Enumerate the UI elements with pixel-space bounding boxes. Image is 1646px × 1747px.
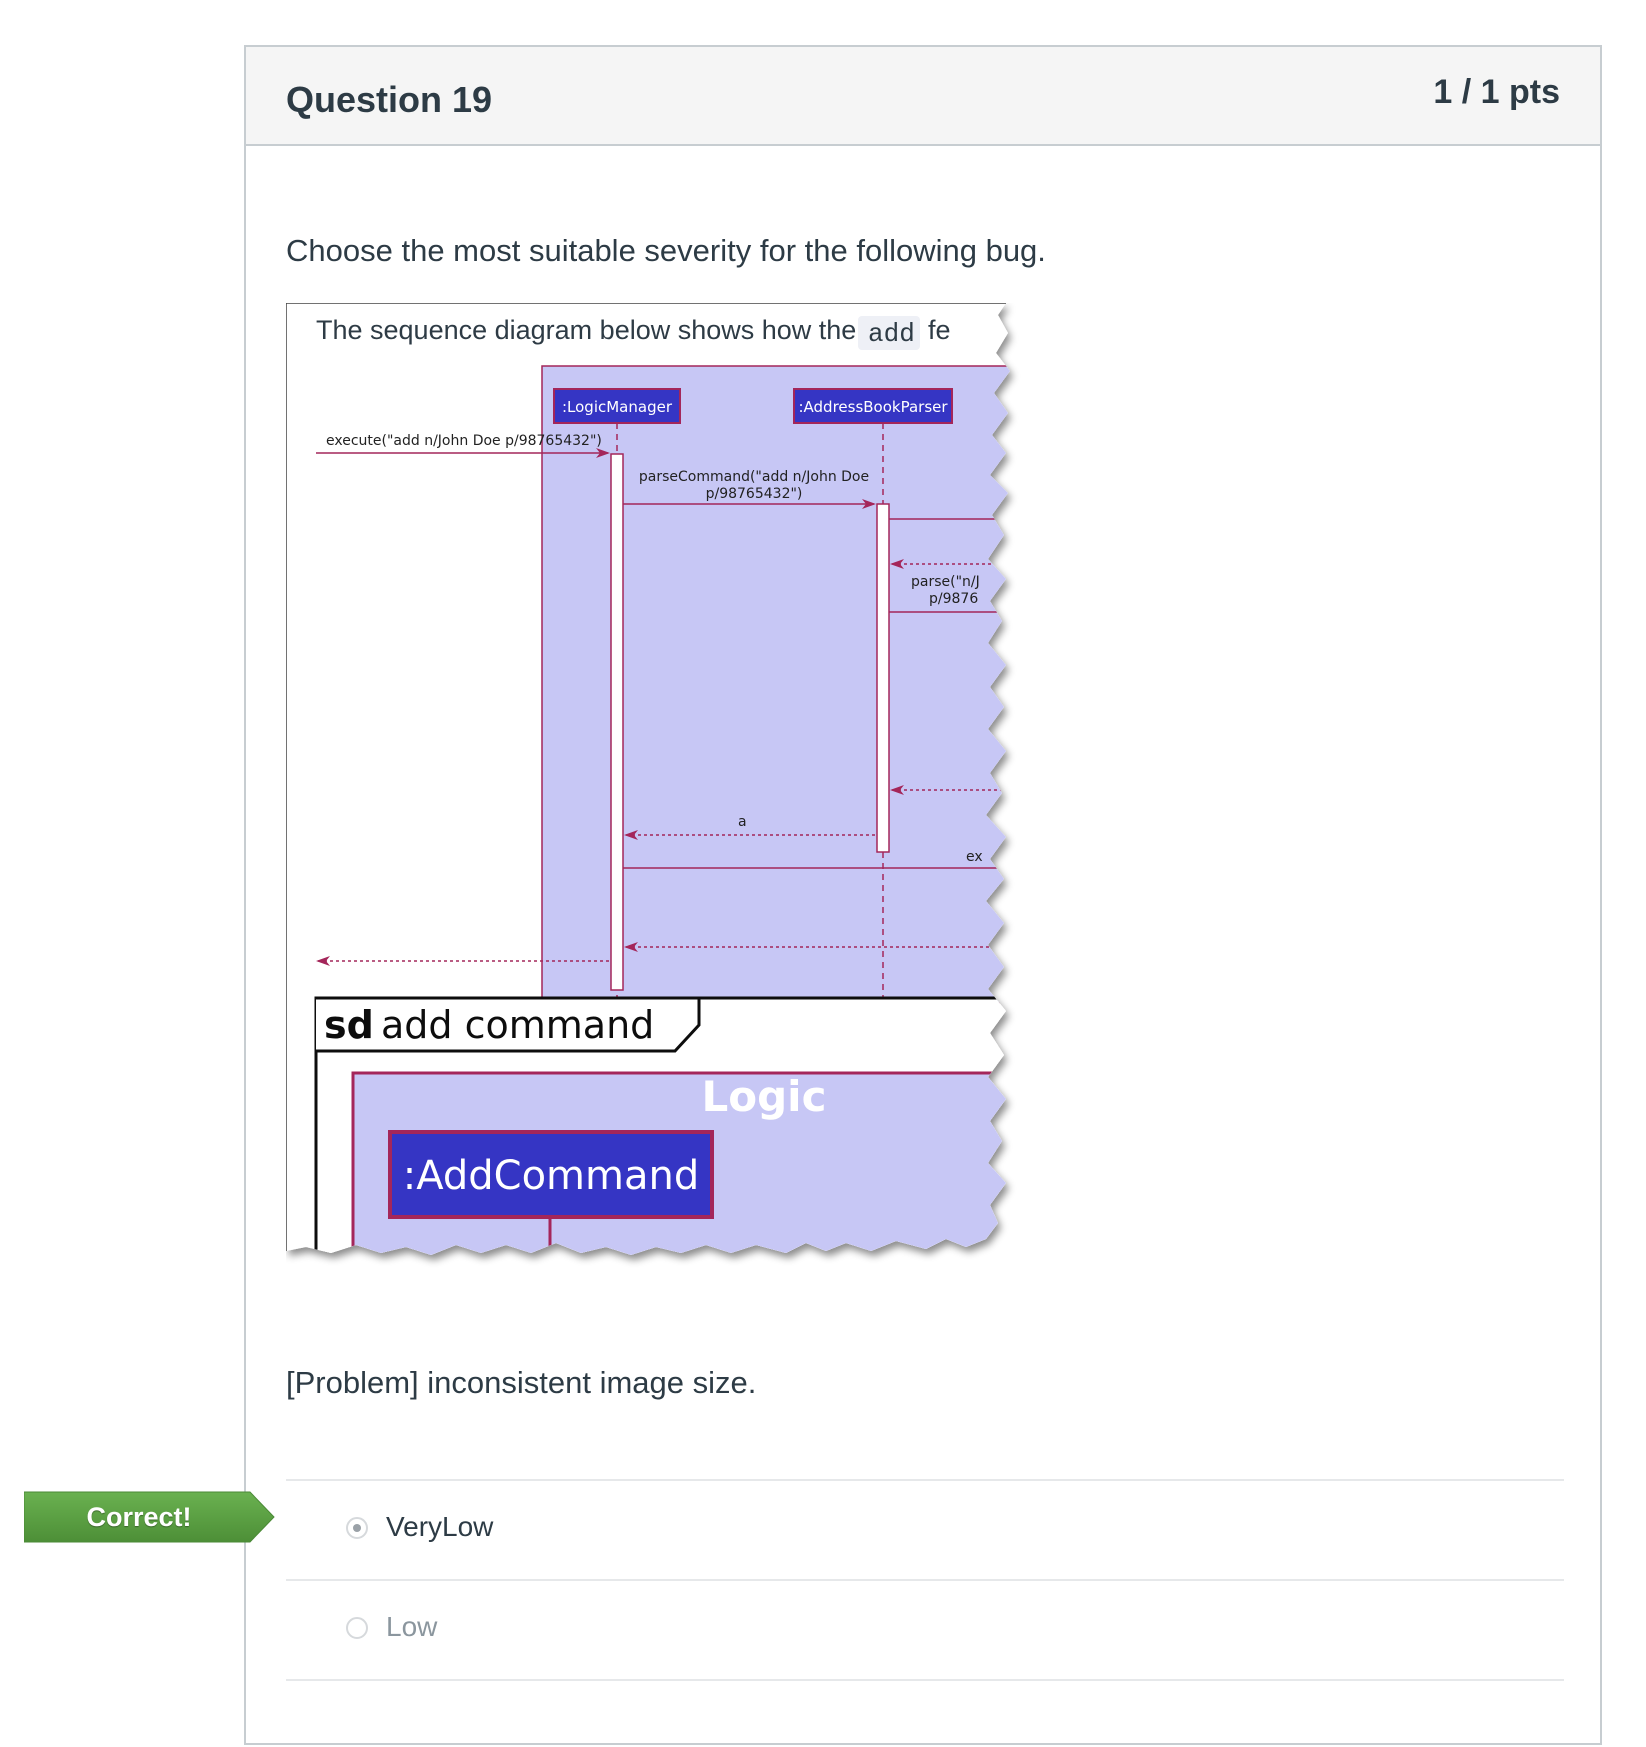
question-points: 1 / 1 pts	[1433, 73, 1560, 111]
figure-intro-text: The sequence diagram below shows how the	[316, 315, 856, 345]
radio-low[interactable]	[346, 1617, 368, 1639]
add-command-label: :AddCommand	[403, 1153, 700, 1199]
correct-badge-shape	[24, 1491, 275, 1543]
radio-verylow[interactable]	[346, 1517, 368, 1539]
msg-parse-line2: p/98765432")	[706, 486, 803, 502]
question-title: Question 19	[286, 79, 493, 120]
msg-return-a-arrowhead	[624, 830, 638, 840]
logic-label: Logic	[702, 1072, 827, 1121]
msg-ex: ex	[966, 849, 983, 865]
activation-bar-1	[610, 453, 624, 991]
sd-name: add command	[381, 1003, 654, 1047]
msg-return-right-1-arrowhead	[890, 559, 904, 569]
msg-execute: execute("add n/John Doe p/98765432")	[326, 433, 602, 449]
question-header: Question 19 1 / 1 pts	[246, 47, 1600, 146]
correct-badge: Correct!	[24, 1490, 276, 1544]
answer-option-verylow[interactable]: VeryLow	[286, 1479, 1564, 1579]
msg-parse2-line1: parse("n/J	[911, 574, 980, 590]
figure-code-word: add	[868, 319, 915, 349]
question-card: Question 19 1 / 1 pts Choose the most su…	[244, 45, 1602, 1745]
lifeline-parser	[793, 388, 953, 424]
msg-return-outer-arrowhead	[316, 956, 330, 966]
correct-badge-label: Correct!	[86, 1502, 192, 1532]
answer-option-low[interactable]: Low	[286, 1579, 1564, 1679]
answer-label-verylow: VeryLow	[386, 1511, 494, 1542]
answer-label-low: Low	[386, 1611, 438, 1642]
msg-parse2-line2: p/9876	[929, 591, 978, 607]
sd-keyword: sd	[324, 1003, 374, 1047]
sd-frame-tab	[316, 996, 701, 1053]
msg-return-right-2-arrowhead	[890, 785, 904, 795]
answer-divider	[286, 1679, 1564, 1747]
msg-parse-line1: parseCommand("add n/John Doe	[639, 469, 869, 485]
problem-text: [Problem] inconsistent image size.	[286, 1365, 757, 1400]
question-prompt: Choose the most suitable severity for th…	[286, 233, 1046, 268]
msg-return-ex-arrowhead	[624, 942, 638, 952]
msg-parse-arrowhead	[862, 499, 876, 509]
bug-screenshot-figure: The sequence diagram below shows how the…	[286, 303, 1010, 1255]
lifeline-logic-manager-label: :LogicManager	[562, 398, 673, 416]
figure-cut-word: fe	[928, 315, 951, 345]
lifeline-parser-label: :AddressBookParser	[798, 398, 948, 416]
msg-execute-arrowhead	[596, 448, 610, 458]
msg-return-a: a	[738, 814, 747, 830]
code-word-box	[858, 316, 920, 350]
activation-bar-2	[876, 503, 890, 853]
